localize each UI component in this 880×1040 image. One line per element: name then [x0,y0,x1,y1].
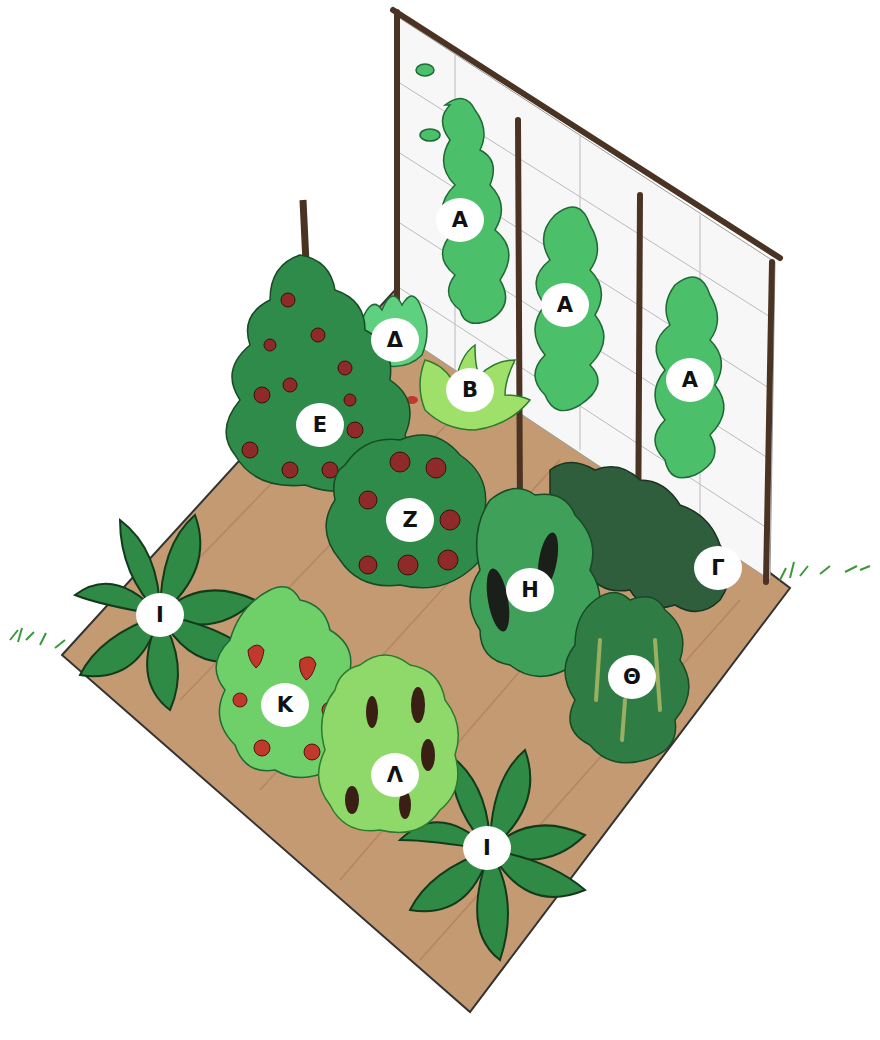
callout-letter: Κ [261,683,309,727]
callout-letter: Α [666,358,714,402]
callout-letter: Α [541,283,589,327]
callout-letter: Ε [296,403,344,447]
callout-letter: Α [436,198,484,242]
callout-letter: Ζ [386,498,434,542]
callout-letter: Ι [136,593,184,637]
callout-letter: Θ [608,655,656,699]
callout-letter: Γ [694,546,742,590]
callout-letter: Ι [463,826,511,870]
callout-letter: Δ [371,318,419,362]
callout-letter: Λ [371,753,419,797]
callout-letter: Η [506,568,554,612]
callout-letter: Β [446,368,494,412]
